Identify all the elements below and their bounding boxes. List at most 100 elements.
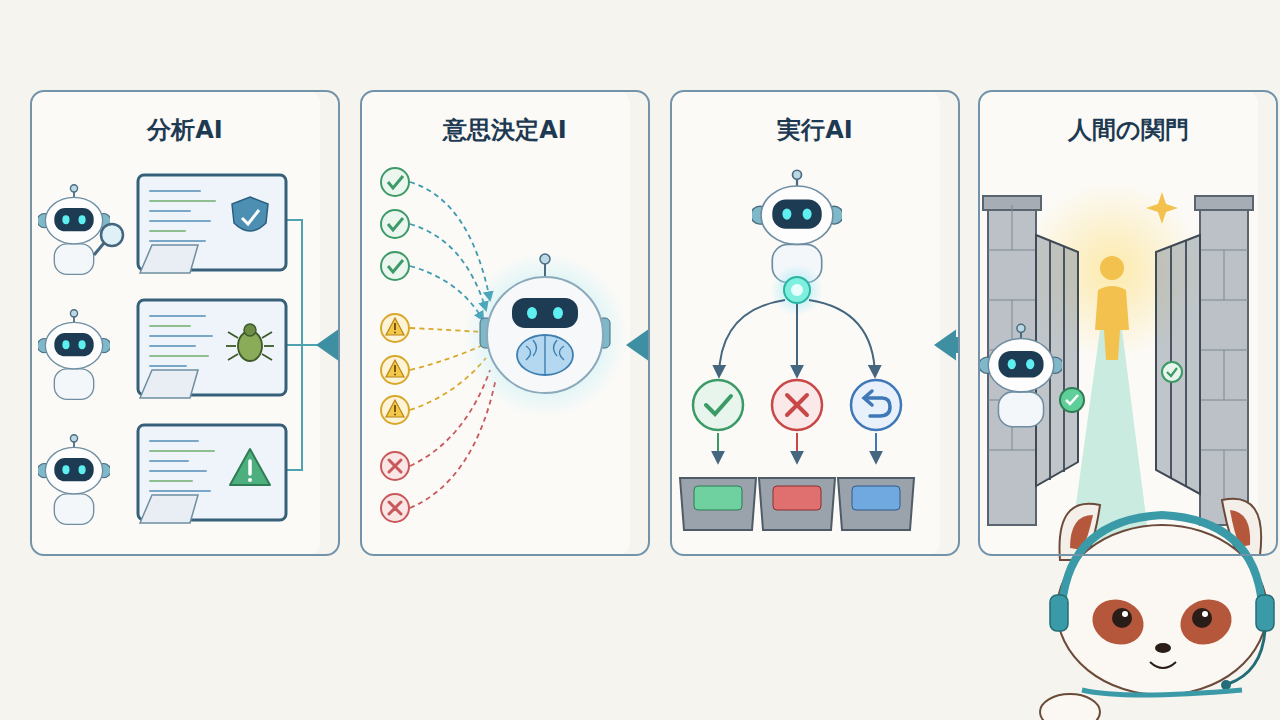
red-panda-mascot-part: [1174, 592, 1238, 651]
analysis-row-part-part: [150, 490, 210, 492]
analysis-row-part: [244, 324, 256, 336]
warning-icon-part: [386, 400, 404, 417]
analysis-row-part-part: [150, 200, 215, 202]
analysis-row-part-part: [262, 354, 272, 360]
decision-inputs-part: [410, 182, 490, 300]
panel-title: 意思決定AI: [362, 114, 648, 146]
analysis-row-part-part: [150, 325, 190, 327]
analysis-row-part: [232, 197, 268, 231]
outcome-icon-part: [851, 380, 901, 430]
output-tray-part: [852, 486, 900, 510]
decision-inputs-part: [410, 378, 496, 508]
analysis-row-part-part: [150, 355, 208, 357]
panel-box: 意思決定AI: [360, 90, 650, 556]
warning-icon-part: [381, 356, 409, 384]
outcome-icon-part: [787, 395, 807, 415]
panel-grounds-part: [30, 90, 320, 556]
analysis-row-part-part: [150, 190, 200, 192]
analysis-row-part: [37, 185, 110, 275]
analysis-row: [37, 175, 286, 274]
human-gate-part: [1195, 196, 1253, 210]
human-gate-part: [1156, 235, 1200, 494]
warning-icon-part: [386, 318, 404, 335]
red-panda-mascot-part: [1086, 592, 1150, 651]
analysis-row: [37, 300, 286, 399]
warning-icon-part: [386, 360, 404, 377]
red-panda-mascot-part: [1155, 643, 1171, 653]
panel-box: 実行AI: [670, 90, 960, 556]
execution-branches-part: [717, 433, 719, 462]
analysis-row-part: [242, 210, 259, 224]
warning-icon-part: [381, 314, 409, 342]
outcome-icon-part: [706, 396, 731, 414]
analysis-row-part: [94, 243, 104, 255]
outcome-icon: [693, 380, 901, 430]
warning-icon-part: [394, 323, 396, 330]
brain-robot-part: [512, 298, 578, 328]
analysis-row-part: [37, 435, 110, 525]
reject-icon-part: [381, 494, 409, 522]
red-panda-mascot-part: [1057, 525, 1267, 695]
red-panda-mascot-part: [1150, 662, 1176, 668]
execution-robot-part: [784, 277, 810, 303]
check-icon-part: [381, 210, 409, 238]
brain-robot-part: [527, 307, 537, 319]
analysis-row-part: [150, 316, 212, 366]
brain-robot-part: [517, 335, 573, 375]
warning-icon-part: [394, 405, 396, 412]
human-gate-part: [1162, 362, 1182, 382]
output-tray-part: [694, 486, 742, 510]
reject-icon-part: [389, 502, 401, 514]
warning-icon-part: [394, 374, 396, 376]
decision-inputs: [410, 182, 496, 508]
analysis-row-part-part: [262, 332, 272, 338]
analysis-row-part-part: [150, 345, 195, 347]
human-gate-part: [1066, 395, 1078, 404]
warning-icon-part: [394, 414, 396, 416]
human-gate-part: [1200, 250, 1248, 500]
analysis-row-part: [37, 310, 110, 400]
execution-branches-part: [719, 300, 785, 376]
analysis-wires-part: [286, 344, 320, 346]
brain-robot: [463, 253, 627, 417]
analysis-wires: [286, 220, 320, 470]
outcome-icon-part: [868, 398, 890, 416]
analysis-row-part: [230, 449, 270, 485]
analysis-row-part-part: [150, 315, 205, 317]
check-icon: [381, 168, 409, 280]
human-gate-part: [1100, 256, 1124, 280]
analysis-row-part-part: [150, 220, 210, 222]
red-panda-mascot-part: [1256, 595, 1274, 631]
output-tray-part: [773, 486, 821, 510]
execution-branches-part: [809, 300, 875, 376]
analysis-row-part: [248, 461, 252, 474]
warning-icon-part: [394, 365, 396, 372]
red-panda-mascot-part: [1228, 630, 1265, 684]
decision-inputs-part: [410, 370, 490, 466]
panel-title: 人間の関門: [980, 114, 1276, 146]
analysis-row-part: [101, 224, 123, 246]
human-gate-part: [1167, 368, 1177, 376]
human-gate-part: [1200, 205, 1248, 525]
analysis-row-part-part: [150, 440, 198, 442]
analysis-row-part: [140, 370, 198, 398]
red-panda-mascot: [1040, 499, 1274, 720]
analysis-row-part-part: [150, 480, 192, 482]
red-panda-mascot-part: [1122, 611, 1128, 617]
panel-title: 分析AI: [32, 114, 338, 146]
outcome-icon-part: [693, 380, 743, 430]
analysis-row-part-part: [150, 210, 190, 212]
red-panda-mascot-part: [1082, 690, 1242, 695]
warning-icon-part: [394, 332, 396, 334]
analysis-row-part-part: [226, 345, 236, 347]
execution-branches-part: [796, 304, 798, 376]
output-tray-part: [759, 478, 835, 530]
brain-robot-part: [463, 253, 627, 417]
brain-robot-part: [553, 307, 563, 319]
analysis-row-part-part: [228, 354, 238, 360]
red-panda-mascot-part: [1062, 515, 1262, 605]
